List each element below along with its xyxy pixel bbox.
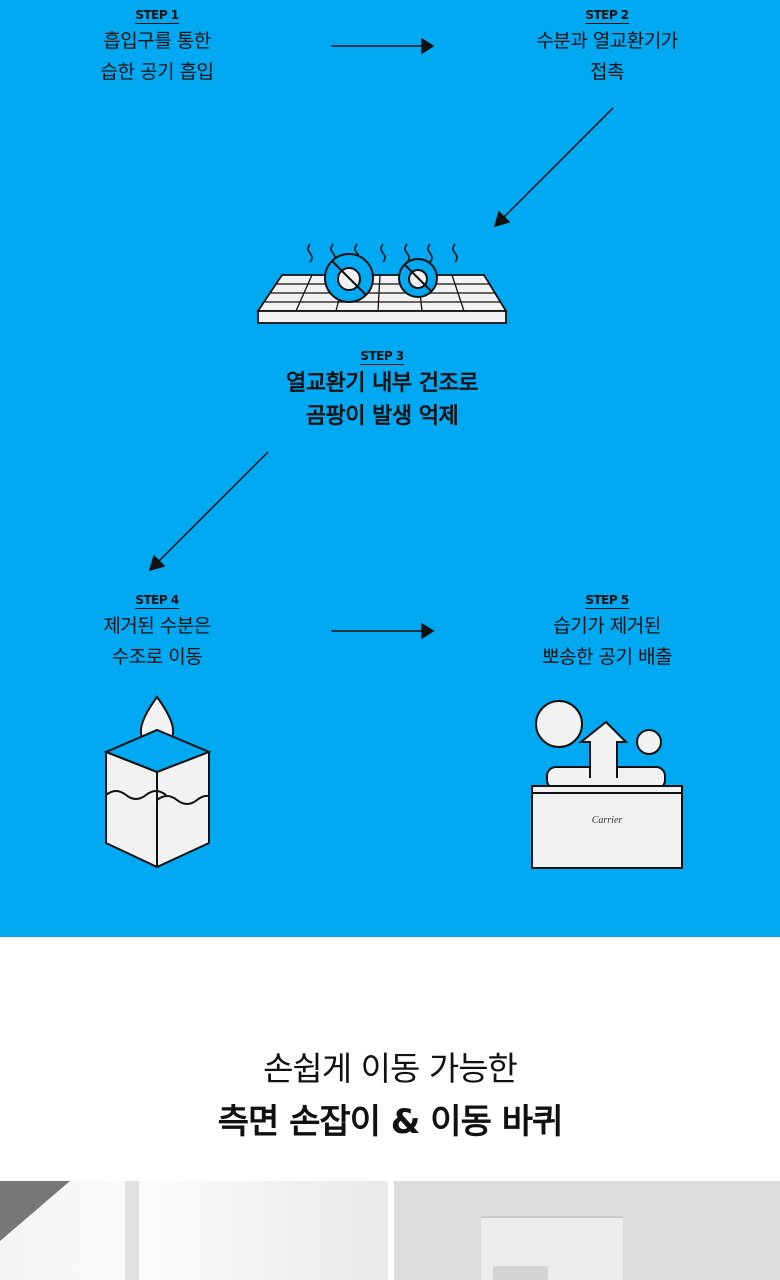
handle-photo xyxy=(0,1181,388,1280)
step-label: STEP 1 xyxy=(135,8,179,24)
arrow-right-icon xyxy=(331,37,435,55)
step-text: 곰팡이 발생 억제 xyxy=(305,404,459,429)
step-label: STEP 5 xyxy=(585,593,629,609)
arrow-down-left-icon xyxy=(148,451,269,572)
step-text: 뽀송한 공기 배출 xyxy=(542,646,672,668)
step-text: 열교환기 내부 건조로 xyxy=(286,371,478,396)
dehumidifier-icon xyxy=(531,700,683,869)
step-text: 수조로 이동 xyxy=(111,646,203,668)
step-label: STEP 4 xyxy=(135,593,179,609)
step-text: 흡입구를 통한 xyxy=(103,30,211,52)
carrier-logo: Carrier xyxy=(592,815,623,826)
step-text: 수분과 열교환기가 xyxy=(536,30,678,52)
heat-exchanger-icon xyxy=(256,243,508,324)
step-label: STEP 2 xyxy=(585,8,629,24)
virus-blocked-icon xyxy=(324,253,438,303)
step-text: 접촉 xyxy=(590,61,624,83)
arrow-right-icon xyxy=(331,622,435,640)
section-subtitle: 손쉽게 이동 가능한 xyxy=(263,1049,518,1088)
step-label: STEP 3 xyxy=(360,349,404,365)
arrow-down-left-icon xyxy=(493,107,614,228)
process-arrows: Carrier xyxy=(103,37,683,869)
section-title: 측면 손잡이 & 이동 바퀴 xyxy=(217,1102,564,1142)
step-text: 습한 공기 흡입 xyxy=(100,61,214,83)
wheel-photo xyxy=(394,1181,780,1280)
step-text: 제거된 수분은 xyxy=(103,615,211,637)
water-tank-icon xyxy=(103,695,212,869)
step-text: 습기가 제거된 xyxy=(553,615,661,637)
